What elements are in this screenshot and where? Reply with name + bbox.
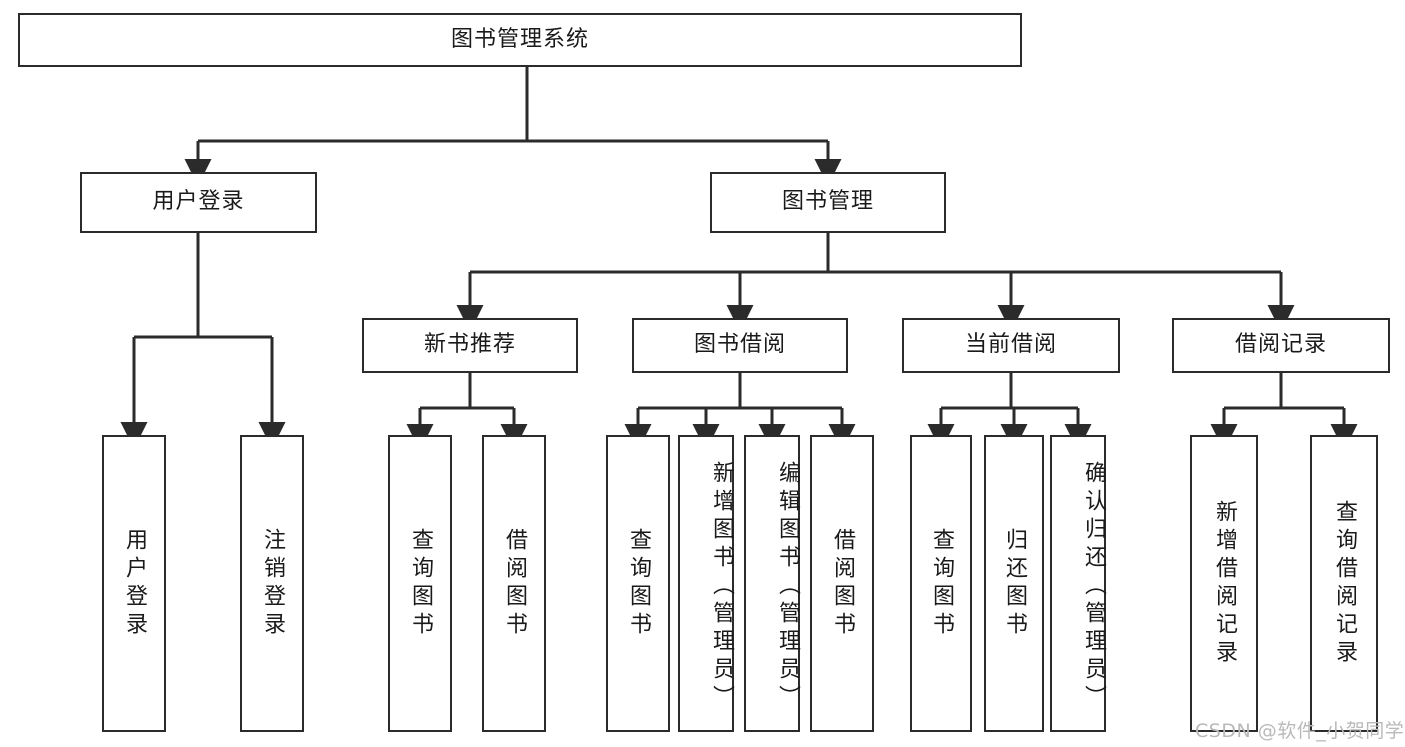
csdn-watermark: CSDN @软件_小贺同学 [1195,720,1405,742]
node-leaf-6[interactable]: 编辑图书（管理员） [744,435,800,732]
node-level3-2[interactable]: 当前借阅 [902,318,1120,373]
node-leaf-8[interactable]: 查询图书 [910,435,972,732]
node-leaf-9[interactable]: 归还图书 [984,435,1044,732]
node-leaf-0[interactable]: 用户登录 [102,435,166,732]
node-level3-0[interactable]: 新书推荐 [362,318,578,373]
node-leaf-4[interactable]: 查询图书 [606,435,670,732]
node-level3-1[interactable]: 图书借阅 [632,318,848,373]
node-level2-1[interactable]: 图书管理 [710,172,946,233]
node-leaf-2[interactable]: 查询图书 [388,435,452,732]
node-leaf-7[interactable]: 借阅图书 [810,435,874,732]
node-leaf-12[interactable]: 查询借阅记录 [1310,435,1378,732]
node-root[interactable]: 图书管理系统 [18,13,1022,67]
node-leaf-11[interactable]: 新增借阅记录 [1190,435,1258,732]
node-leaf-3[interactable]: 借阅图书 [482,435,546,732]
node-leaf-10[interactable]: 确认归还（管理员） [1050,435,1106,732]
node-leaf-5[interactable]: 新增图书（管理员） [678,435,734,732]
node-leaf-1[interactable]: 注销登录 [240,435,304,732]
node-level2-0[interactable]: 用户登录 [80,172,317,233]
node-level3-3[interactable]: 借阅记录 [1172,318,1390,373]
